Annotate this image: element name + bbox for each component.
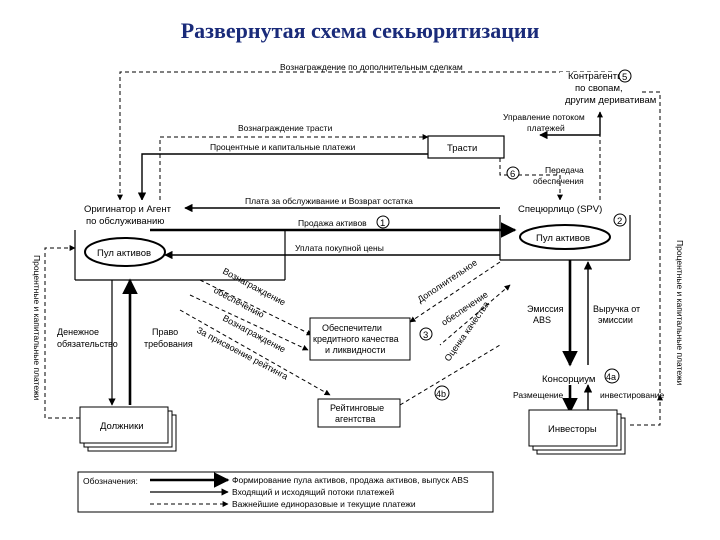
edge-right-vertical: Процентные и капитальные платежи (597, 91, 685, 395)
counterparties-line2: по свопам, (575, 83, 623, 94)
label-flow-mgmt-1: Управление потоком (503, 112, 585, 122)
claim-right-1: Право (152, 327, 178, 337)
edge-interest-top: Процентные и капитальные платежи (137, 142, 428, 201)
providers-line3: и ликвидности (325, 345, 385, 355)
page-title: Развернутая схема секьюритизации (180, 18, 540, 43)
label-asset-sale: Продажа активов (298, 218, 367, 228)
label-collateral-2: обеспечения (533, 176, 584, 186)
trust-node: Трасти (427, 135, 505, 159)
abs-issue-2: ABS (533, 315, 551, 325)
asset-pool-left-label: Пул активов (97, 248, 151, 259)
label-interest-top: Процентные и капитальные платежи (210, 142, 356, 152)
spv-node: Спецюрлицо (SPV) 2 (499, 200, 631, 260)
label-flow-mgmt-2: платежей (527, 123, 565, 133)
edge-flow-management: Управление потоком платежей (503, 112, 601, 140)
label-trustee-fee: Вознаграждение трасти (238, 123, 333, 133)
label-right-vertical: Процентные и капитальные платежи (675, 240, 685, 386)
proceeds-1: Выручка от (593, 304, 640, 314)
edge-spv-diagonals: Дополнительное обеспечение Оценка качест… (409, 257, 511, 363)
trust-label: Трасти (447, 143, 477, 154)
edge-debtors-originator: Денежное обязательство Право требования (57, 278, 193, 406)
label-investment: инвестирование (600, 390, 665, 400)
originator-node: Оригинатор и Агент по обслуживанию (74, 200, 286, 280)
legend-item-2: Входящий и исходящий потоки платежей (232, 487, 394, 497)
investors-node: Инвесторы (528, 409, 626, 455)
edge-trust-spv: 6 Передача обеспечения (499, 158, 584, 201)
counterparties-node: Контрагенты по свопам, другим дериватива… (560, 69, 656, 110)
badge-4a: 4а (606, 372, 616, 382)
providers-line1: Обеспечители (322, 323, 382, 333)
agencies-line2: агентства (335, 414, 375, 424)
spv-label: Спецюрлицо (SPV) (518, 204, 602, 215)
counterparties-line1: Контрагенты (568, 71, 624, 82)
counterparties-line3: другим деривативам (565, 95, 656, 106)
originator-line2: по обслуживанию (86, 216, 164, 227)
label-purchase: Уплата покупной цены (295, 243, 384, 253)
edge-placement: Размещение инвестирование (513, 384, 665, 426)
label-collateral-1: Передача (545, 165, 584, 175)
providers-node: Обеспечители кредитного качества и ликви… (309, 317, 411, 361)
providers-line2: кредитного качества (313, 334, 399, 344)
label-extra-fee: Вознаграждение по дополнительным сделкам (280, 62, 463, 72)
claim-right-2: требования (144, 339, 193, 349)
agencies-node: Рейтинговые агентства 4b (317, 344, 501, 428)
debtors-node: Должники (79, 406, 177, 452)
abs-issue-1: Эмиссия (527, 304, 564, 314)
edge-abs-issue: Эмиссия ABS Выручка от эмиссии (527, 260, 640, 367)
originator-line1: Оригинатор и Агент (84, 204, 172, 215)
badge-1: 1 (380, 218, 385, 229)
label-placement: Размещение (513, 390, 564, 400)
asset-pool-left: Пул активов (84, 237, 166, 267)
edge-originator-diagonals: Вознаграждение обеспечению Вознаграждени… (179, 266, 331, 396)
badge-5: 5 (622, 72, 627, 83)
proceeds-2: эмиссии (598, 315, 633, 325)
label-left-vertical: Процентные и капитальные платежи (32, 255, 42, 401)
money-obligation-1: Денежное (57, 327, 99, 337)
agencies-line1: Рейтинговые (330, 403, 384, 413)
edge-trustee-fee: Вознаграждение трасти (159, 123, 429, 200)
legend-item-3: Важнейшие единоразовые и текущие платежи (232, 499, 416, 509)
diag-rating: За присвоение рейтинга (195, 325, 290, 382)
label-servicing-fee: Плата за обслуживание и Возврат остатка (245, 196, 413, 206)
investors-label: Инвесторы (548, 424, 597, 435)
edge-purchase-payment: Уплата покупной цены (164, 243, 500, 260)
asset-pool-right-label: Пул активов (536, 233, 590, 244)
badge-3: 3 (423, 330, 428, 341)
asset-pool-right: Пул активов (519, 224, 611, 250)
money-obligation-2: обязательство (57, 339, 118, 349)
legend: Обозначения: Формирование пула активов, … (77, 471, 494, 513)
legend-label: Обозначения: (83, 476, 138, 486)
consortium-node: Консорциум 4а (542, 368, 620, 385)
edge-left-vertical: Процентные и капитальные платежи (32, 245, 80, 419)
legend-item-1: Формирование пула активов, продажа актив… (232, 475, 469, 485)
edge-servicing-fee: Плата за обслуживание и Возврат остатка (184, 196, 500, 213)
badge-6: 6 (510, 169, 515, 180)
debtors-label: Должники (100, 421, 144, 432)
edge-asset-sale: Продажа активов 1 (150, 215, 517, 238)
consortium-label: Консорциум (542, 374, 595, 385)
badge-2: 2 (617, 216, 622, 227)
badge-4b: 4b (436, 389, 446, 399)
